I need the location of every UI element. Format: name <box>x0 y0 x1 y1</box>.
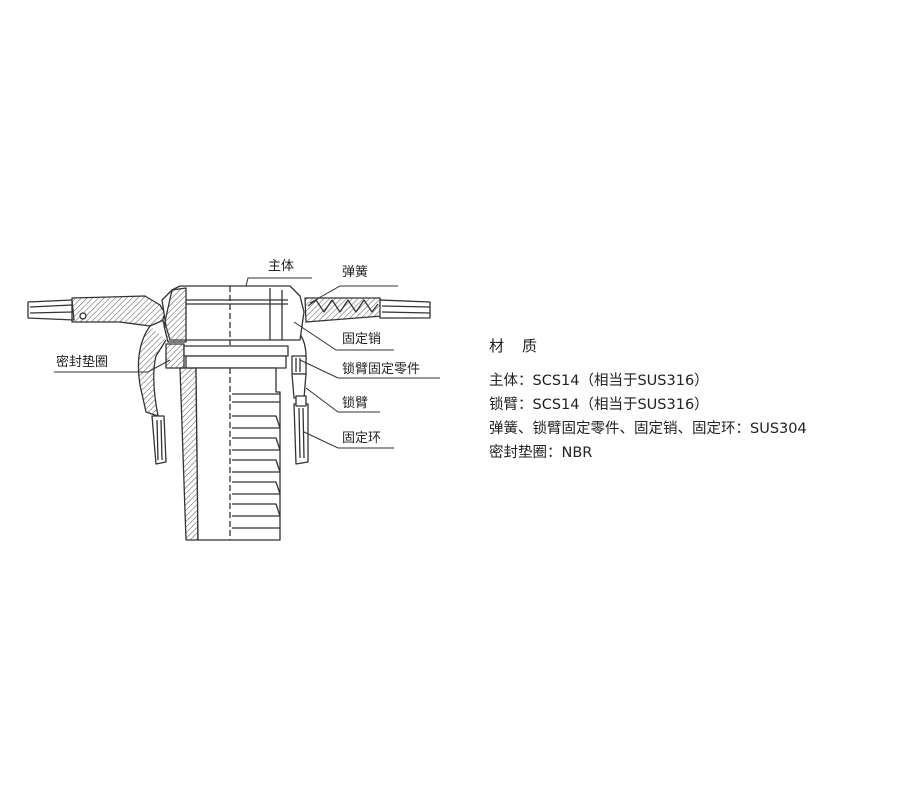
leader-arm-fixing-part <box>299 359 440 379</box>
hose-shank <box>179 367 281 541</box>
label-fixing-ring: 固定环 <box>342 431 381 446</box>
material-line-spring-etc: 弹簧、锁臂固定零件、固定销、固定环：SUS304 <box>489 421 807 437</box>
label-main-body: 主体 <box>268 259 294 274</box>
materials-panel: 材质 主体：SCS14（相当于SUS316） 锁臂：SCS14（相当于SUS31… <box>489 334 807 465</box>
gasket-shape <box>165 343 289 369</box>
leader-gasket <box>54 359 171 373</box>
label-spring: 弹簧 <box>342 264 368 280</box>
leader-lock-arm <box>305 387 380 413</box>
label-fixing-pin: 固定销 <box>342 332 381 347</box>
label-arm-fixing-part: 锁臂固定零件 <box>342 361 420 377</box>
leader-spring <box>309 285 398 304</box>
leader-fixing-ring <box>303 431 394 449</box>
right-hanging-arm <box>291 355 309 465</box>
material-line-main-body: 主体：SCS14（相当于SUS316） <box>489 373 709 389</box>
main-body-shape <box>161 285 305 345</box>
leader-fixing-pin <box>293 321 394 351</box>
label-lock-arm: 锁臂 <box>342 395 368 411</box>
leader-main-body <box>245 277 312 287</box>
material-line-gasket: 密封垫圈：NBR <box>489 445 593 461</box>
material-line-lock-arm: 锁臂：SCS14（相当于SUS316） <box>489 397 709 413</box>
materials-title: 材质 <box>489 337 556 355</box>
spring-coil <box>307 299 379 313</box>
label-gasket: 密封垫圈 <box>56 354 108 370</box>
left-hanging-arm <box>151 415 167 465</box>
